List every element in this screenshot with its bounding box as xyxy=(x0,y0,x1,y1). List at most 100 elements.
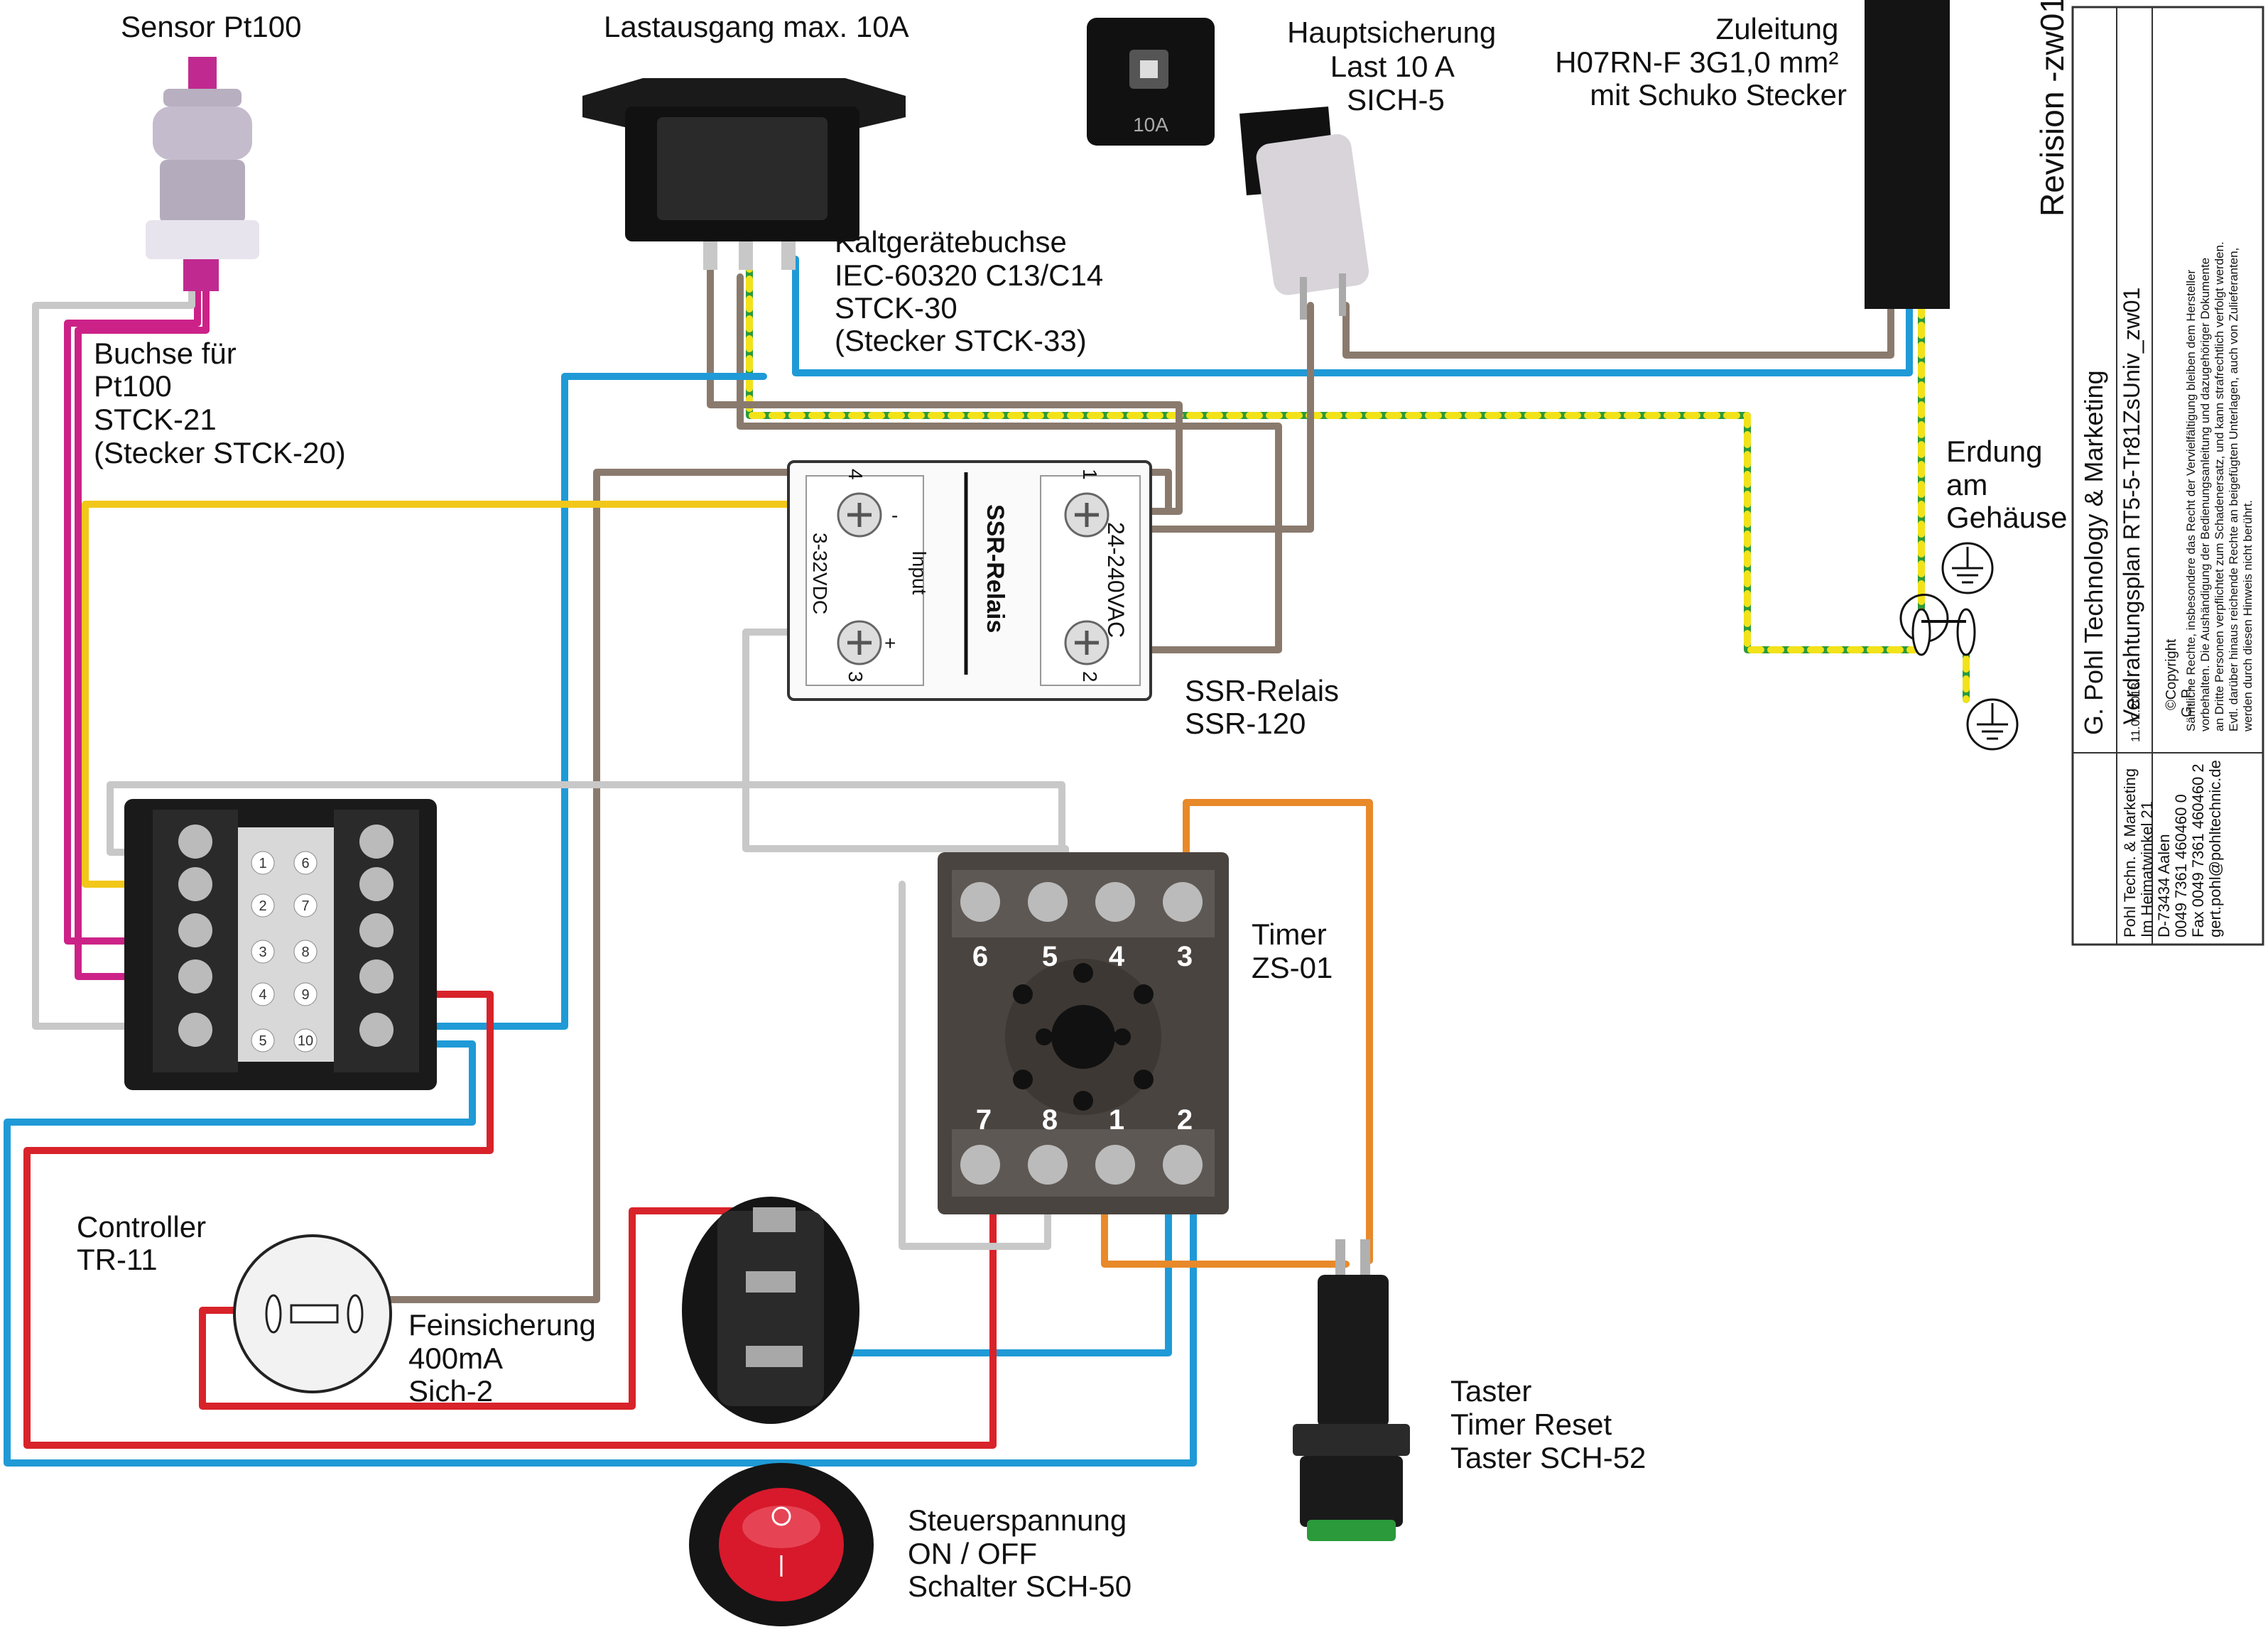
zuleitung-label: Zuleitung H07RN-F 3G1,0 mm² mit Schuko S… xyxy=(1555,12,1847,111)
supply-cable xyxy=(1865,0,1950,309)
blue-mains-wire xyxy=(792,256,1913,376)
wires xyxy=(4,256,1970,1467)
rocker-switch-rear xyxy=(682,1197,859,1424)
timer-pin-6: 6 xyxy=(972,941,988,972)
ssr-plus: + xyxy=(884,632,896,654)
timer-pin-2: 2 xyxy=(1177,1104,1193,1136)
timer-pin-7: 7 xyxy=(976,1104,992,1136)
red-switch-on-off xyxy=(689,1463,874,1626)
ssr-screw-1 xyxy=(1064,492,1109,538)
iec-socket xyxy=(582,78,906,270)
timer-pin-8: 8 xyxy=(1042,1104,1058,1136)
title-author: G. P. xyxy=(2179,687,2195,717)
ssr-terminal-1: 1 xyxy=(1079,469,1101,480)
ssr-screw-2 xyxy=(1064,620,1109,665)
ssr-screw-4 xyxy=(837,492,882,538)
orange-timer-wire xyxy=(1183,799,1373,1264)
kaltgeraet-label: Kaltgerätebuchse IEC-60320 C13/C14 STCK-… xyxy=(835,225,1112,357)
address-line-2: Im Heimatwinkel 21 xyxy=(2138,801,2156,937)
brown-fuse-wire xyxy=(1105,302,1314,533)
feinsicherung-label: Feinsicherung 400mA Sich-2 xyxy=(408,1308,604,1408)
timer-pin-3: 3 xyxy=(1177,941,1193,972)
controller-label: Controller TR-11 xyxy=(77,1210,215,1276)
timer-pin-5: 5 xyxy=(1042,941,1058,972)
earth-symbol-case xyxy=(1899,542,1994,643)
title-block: G. Pohl Technology & Marketing Verdrahtu… xyxy=(2071,6,2264,946)
controller-pin-2: 2 xyxy=(259,898,266,914)
erdung-label: Erdung am Gehäuse xyxy=(1946,435,2067,534)
magenta-wire-b xyxy=(75,281,210,980)
ssr-input-range: 3-32VDC xyxy=(809,533,831,614)
blue-controller-wire xyxy=(391,373,767,1030)
controller-pin-8: 8 xyxy=(301,945,309,960)
title-rights-lines: Sämtliche Rechte, insbesondere das Recht… xyxy=(2184,241,2255,732)
sensor-pt100 xyxy=(146,57,259,291)
blue-switch-wire xyxy=(774,1158,1172,1356)
controller-tr11: 1 6 2 7 3 8 4 9 5 10 xyxy=(124,799,437,1090)
ssr-minus: - xyxy=(891,504,898,526)
controller-pin-5: 5 xyxy=(259,1033,266,1049)
fine-fuse xyxy=(233,1234,392,1393)
controller-pin-4: 4 xyxy=(259,987,266,1003)
title-copyright: ©Copyright xyxy=(2164,638,2179,710)
title-address: Pohl Techn. & Marketing Im Heimatwinkel … xyxy=(2121,760,2224,937)
brown-control-wire xyxy=(355,469,1172,1303)
rights-line-5: werden durch diesen Hinweis nicht berühr… xyxy=(2241,500,2255,732)
controller-screws-left xyxy=(178,825,212,1047)
controller-pin-6: 6 xyxy=(301,856,309,871)
ssr-terminal-2: 2 xyxy=(1079,671,1101,682)
blue-controller-2-wire xyxy=(4,1040,1197,1467)
magenta-wire-a xyxy=(64,281,201,945)
ssr-caption: SSR-Relais SSR-120 xyxy=(1185,674,1347,740)
steuerspannung-label: Steuerspannung ON / OFF Schalter SCH-50 xyxy=(908,1503,1135,1603)
ssr-title: SSR-Relais xyxy=(982,504,1009,633)
red-fuse-wire xyxy=(199,1207,785,1410)
address-line-1: Pohl Techn. & Marketing xyxy=(2121,768,2139,937)
ssr-terminal-3: 3 xyxy=(845,671,867,682)
hauptsicherung-label: Hauptsicherung Last 10 A SICH-5 xyxy=(1287,16,1504,116)
timer-label: Timer ZS-01 xyxy=(1252,918,1335,984)
title-company: G. Pohl Technology & Marketing xyxy=(2079,370,2108,735)
title-date: 11.02.2013 xyxy=(2129,682,2142,742)
sensor-label: Sensor Pt100 xyxy=(121,10,302,43)
ssr-input-label: Input xyxy=(908,550,930,594)
fuse-badge-label: 10A xyxy=(1133,114,1168,136)
brown-load-wire xyxy=(707,256,1183,515)
buchse-label: Buchse für Pt100 STCK-21 (Stecker STCK-2… xyxy=(94,337,346,469)
controller-pin-9: 9 xyxy=(301,987,309,1003)
controller-pin-labels: 1 6 2 7 3 8 4 9 5 10 xyxy=(251,851,318,1052)
timer-screws xyxy=(960,882,1203,1185)
controller-pin-7: 7 xyxy=(301,898,309,914)
controller-pin-1: 1 xyxy=(259,856,266,871)
address-line-4: 0049 7361 460460 0 xyxy=(2172,794,2190,937)
ssr-screw-3 xyxy=(837,620,882,665)
fuse-holder: 10A xyxy=(1087,18,1369,320)
rights-line-4: Evtl. darüber hinaus reichende Rechte an… xyxy=(2227,248,2240,731)
controller-pin-3: 3 xyxy=(259,945,266,960)
controller-screws-right xyxy=(359,825,394,1047)
red-controller-wire xyxy=(23,991,997,1449)
rights-line-2: vorbehalten. Die Aushändigung der Bedien… xyxy=(2198,258,2212,731)
revision-label: Revision -zw01 xyxy=(2034,0,2071,217)
timer-pin-1: 1 xyxy=(1109,1104,1124,1136)
timer-socket: 6 5 4 3 7 8 1 2 xyxy=(938,852,1229,1214)
address-line-6: gert.pohl@pohltechnic.de xyxy=(2206,760,2224,937)
brown-mains-wire xyxy=(1342,302,1894,359)
earth-connector xyxy=(1911,608,1976,656)
ssr-terminal-4: 4 xyxy=(845,469,867,480)
address-line-3: D-73434 Aalen xyxy=(2155,834,2173,937)
rights-line-3: an Dritte Personen verpflichtet zum Scha… xyxy=(2213,241,2226,731)
ssr-output-range: 24-240VAC xyxy=(1103,522,1129,638)
timer-pin-4: 4 xyxy=(1109,941,1125,972)
controller-pin-10: 10 xyxy=(298,1033,313,1049)
gray-sensor-wire xyxy=(32,281,195,1030)
taster-label: Taster Timer Reset Taster SCH-52 xyxy=(1450,1374,1646,1474)
taster-reset xyxy=(1293,1239,1410,1541)
earth-symbol-lower xyxy=(1966,698,2019,751)
ssr-relay: SSR-Relais Input 3-32VDC 24-240VAC - + 4… xyxy=(787,460,1152,701)
address-line-5: Fax 0049 7361 460460 2 xyxy=(2189,763,2207,937)
lastausgang-label: Lastausgang max. 10A xyxy=(604,10,909,43)
title-plan: Verdrahtungsplan RT5-5-Tr81ZsUniv_zw01 xyxy=(2119,288,2144,724)
rights-line-1: Sämtliche Rechte, insbesondere das Recht… xyxy=(2184,270,2198,731)
